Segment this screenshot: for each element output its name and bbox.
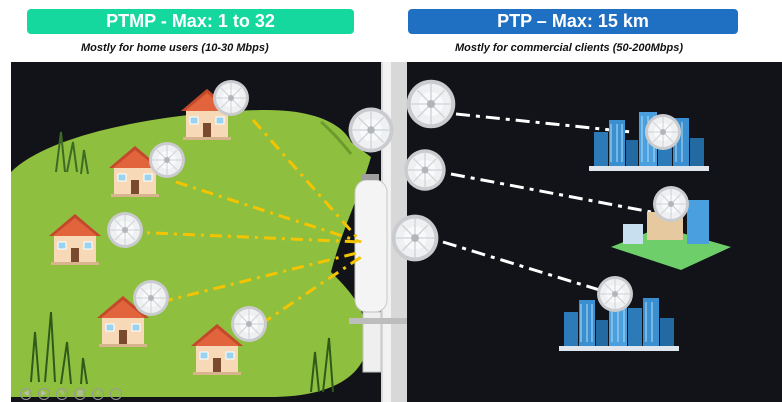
dish-antenna-icon (644, 113, 682, 151)
city-buildings-icon (611, 200, 731, 270)
zoom-icon[interactable]: ⌕ (92, 388, 104, 400)
dish-antenna-icon (403, 148, 447, 192)
ptp-title-banner: PTP – Max: 15 km (408, 9, 738, 34)
slide-toolbar: ◀ ▶ ✎ ▦ ⌕ … (20, 388, 122, 400)
ptmp-subtitle: Mostly for home users (10-30 Mbps) (81, 42, 269, 54)
dish-antenna-icon (347, 106, 395, 154)
slides-overview-icon[interactable]: ▦ (74, 388, 86, 400)
dish-antenna-icon (106, 211, 144, 249)
ptmp-title-banner: PTMP - Max: 1 to 32 (27, 9, 354, 34)
network-diagram-scene (11, 62, 782, 402)
ptp-subtitle: Mostly for commercial clients (50-200Mbp… (455, 42, 684, 54)
sector-antenna-icon (361, 174, 379, 180)
pen-icon[interactable]: ✎ (56, 388, 68, 400)
next-slide-icon[interactable]: ▶ (38, 388, 50, 400)
dish-antenna-icon (132, 279, 170, 317)
dish-antenna-icon (596, 275, 634, 313)
previous-slide-icon[interactable]: ◀ (20, 388, 32, 400)
dish-antenna-icon (230, 305, 268, 343)
dish-antenna-icon (390, 213, 440, 263)
dish-antenna-icon (652, 185, 690, 223)
dish-antenna-icon (212, 79, 250, 117)
dish-antenna-icon (148, 141, 186, 179)
more-options-icon[interactable]: … (110, 388, 122, 400)
dish-antenna-icon (406, 79, 456, 129)
